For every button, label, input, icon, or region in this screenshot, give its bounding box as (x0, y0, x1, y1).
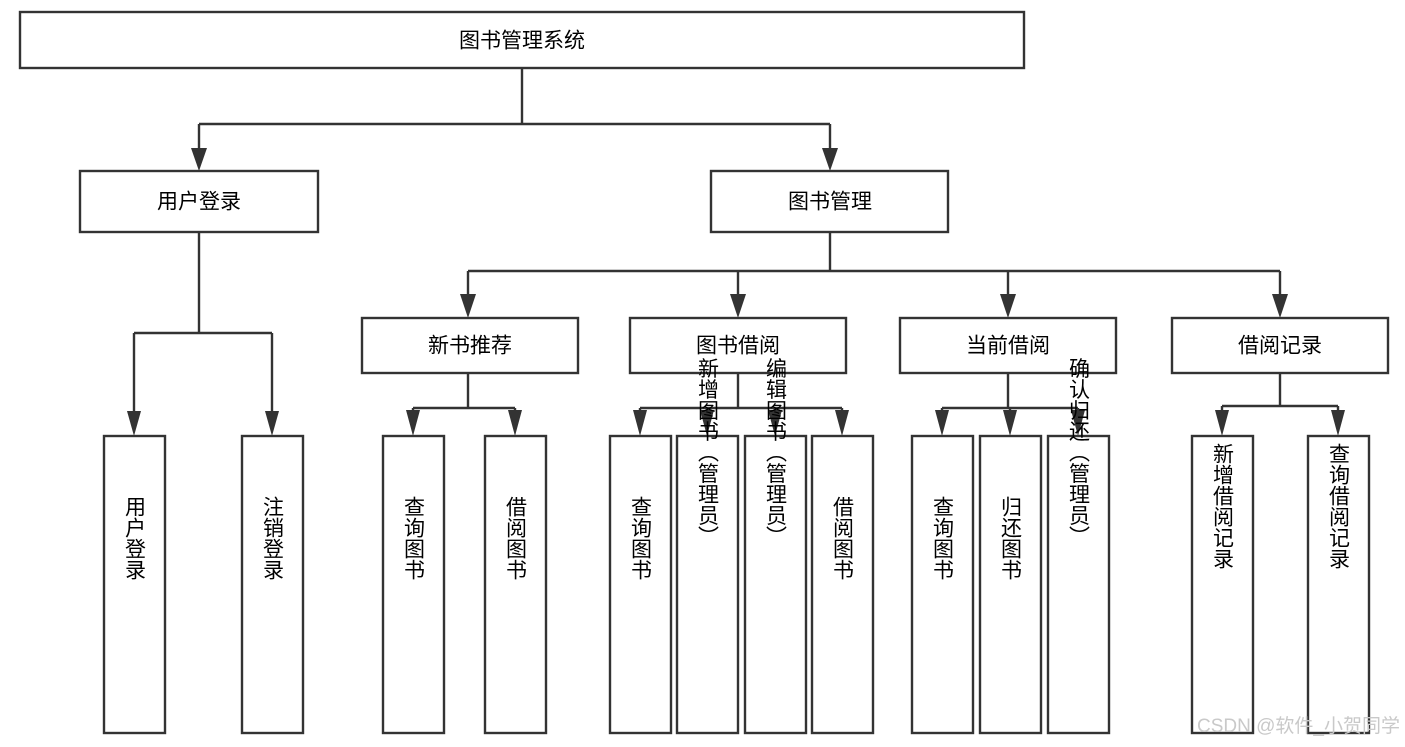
node-leaf-confirm-return-label: 确认归还（管理员） (1067, 358, 1091, 547)
node-leaf-query-book-3[interactable]: 查询图书 (910, 434, 975, 735)
node-root-box[interactable] (18, 10, 1026, 70)
node-borrow-record[interactable]: 借阅记录 (1170, 316, 1390, 375)
node-leaf-add-book-box[interactable] (675, 434, 740, 735)
watermark: CSDN @软件_小贺同学 (1197, 715, 1400, 737)
node-leaf-add-record[interactable]: 新增借阅记录 (1190, 434, 1255, 735)
node-leaf-query-book-1[interactable]: 查询图书 (381, 434, 446, 735)
arrow-head-newbook-l1-icon (406, 410, 420, 436)
node-user-login[interactable]: 用户登录 (78, 169, 320, 234)
node-leaf-query-book-3-box[interactable] (910, 434, 975, 735)
connector-group-record (1215, 373, 1345, 436)
node-leaf-edit-book-label: 编辑图书（管理员） (764, 358, 788, 547)
node-leaf-borrow-book-2-label: 借阅图书 (831, 496, 855, 580)
node-leaf-borrow-book-2[interactable]: 借阅图书 (810, 434, 875, 735)
node-leaf-user-login-label: 用户登录 (123, 496, 147, 580)
node-book-manage[interactable]: 图书管理 (709, 169, 950, 234)
node-leaf-user-login[interactable]: 用户登录 (102, 434, 167, 735)
node-borrow-record-label: 借阅记录 (1238, 335, 1322, 358)
connector-group-root (191, 68, 838, 171)
node-leaf-borrow-book-2-box[interactable] (810, 434, 875, 735)
node-leaf-logout-label: 注销登录 (261, 496, 285, 580)
connector-group-user-login (127, 232, 279, 436)
node-book-borrow-box[interactable] (628, 316, 848, 375)
node-leaf-borrow-book-1-box[interactable] (483, 434, 548, 735)
connector-group-current (935, 373, 1085, 436)
arrow-head-book-c1-icon (460, 294, 476, 318)
node-new-book-recommend-box[interactable] (360, 316, 580, 375)
node-new-book-recommend-label: 新书推荐 (428, 335, 512, 358)
node-leaf-borrow-book-1-label: 借阅图书 (504, 496, 528, 580)
node-leaf-query-book-1-label: 查询图书 (402, 496, 426, 580)
node-leaf-logout-box[interactable] (240, 434, 305, 735)
node-root[interactable]: 图书管理系统 (18, 10, 1026, 70)
connector-group-new-book (406, 373, 522, 436)
arrow-head-root-to-user-icon (191, 148, 207, 171)
node-leaf-query-book-2-label: 查询图书 (629, 496, 653, 580)
node-leaf-add-record-box[interactable] (1190, 434, 1255, 735)
node-leaf-return-book-label: 归还图书 (999, 496, 1023, 580)
node-leaf-query-book-2-box[interactable] (608, 434, 673, 735)
node-book-manage-label: 图书管理 (788, 191, 872, 214)
node-current-borrow[interactable]: 当前借阅 (898, 316, 1118, 375)
arrow-head-current-l1-icon (935, 410, 949, 436)
node-leaf-query-book-1-box[interactable] (381, 434, 446, 735)
node-leaf-add-record-label: 新增借阅记录 (1211, 443, 1235, 569)
node-leaf-confirm-return-box[interactable] (1046, 434, 1111, 735)
node-book-borrow-label: 图书借阅 (696, 335, 780, 358)
node-current-borrow-box[interactable] (898, 316, 1118, 375)
arrow-head-book-c2-icon (730, 294, 746, 318)
node-leaf-return-book-box[interactable] (978, 434, 1043, 735)
connector-group-book-manage (460, 232, 1288, 318)
arrow-head-borrow-l2-icon (700, 410, 714, 436)
arrow-head-current-l3-icon (1071, 410, 1085, 436)
arrow-head-user-leaf1-icon (127, 411, 141, 436)
node-leaf-add-book[interactable]: 新增图书（管理员） (675, 358, 740, 735)
connector-group-borrow (633, 373, 849, 436)
node-leaf-edit-book[interactable]: 编辑图书（管理员） (743, 358, 808, 735)
arrow-head-newbook-l2-icon (508, 410, 522, 436)
node-leaf-confirm-return[interactable]: 确认归还（管理员） (1046, 358, 1111, 735)
node-leaf-edit-book-box[interactable] (743, 434, 808, 735)
arrow-head-borrow-l4-icon (835, 410, 849, 436)
node-leaf-query-record-label: 查询借阅记录 (1327, 443, 1351, 569)
node-leaf-query-book-3-label: 查询图书 (931, 496, 955, 580)
node-current-borrow-label: 当前借阅 (966, 335, 1050, 358)
node-leaf-borrow-book-1[interactable]: 借阅图书 (483, 434, 548, 735)
node-leaf-logout[interactable]: 注销登录 (240, 434, 305, 735)
node-user-login-label: 用户登录 (157, 191, 241, 214)
arrow-head-book-c3-icon (1000, 294, 1016, 318)
node-book-borrow[interactable]: 图书借阅 (628, 316, 848, 375)
node-leaf-query-book-2[interactable]: 查询图书 (608, 434, 673, 735)
node-leaf-user-login-box[interactable] (102, 434, 167, 735)
arrow-head-record-l2-icon (1331, 410, 1345, 436)
arrow-head-current-l2-icon (1003, 410, 1017, 436)
node-leaf-query-record[interactable]: 查询借阅记录 (1306, 434, 1371, 735)
arrow-head-record-l1-icon (1215, 410, 1229, 436)
node-leaf-return-book[interactable]: 归还图书 (978, 434, 1043, 735)
arrow-head-user-leaf2-icon (265, 411, 279, 436)
node-leaf-add-book-label: 新增图书（管理员） (696, 358, 720, 547)
node-root-label: 图书管理系统 (459, 30, 585, 53)
node-book-manage-box[interactable] (709, 169, 950, 234)
node-leaf-query-record-box[interactable] (1306, 434, 1371, 735)
node-new-book-recommend[interactable]: 新书推荐 (360, 316, 580, 375)
arrow-head-root-to-book-icon (822, 148, 838, 171)
arrow-head-borrow-l1-icon (633, 410, 647, 436)
node-user-login-box[interactable] (78, 169, 320, 234)
arrow-head-book-c4-icon (1272, 294, 1288, 318)
node-borrow-record-box[interactable] (1170, 316, 1390, 375)
arrow-head-borrow-l3-icon (768, 410, 782, 436)
